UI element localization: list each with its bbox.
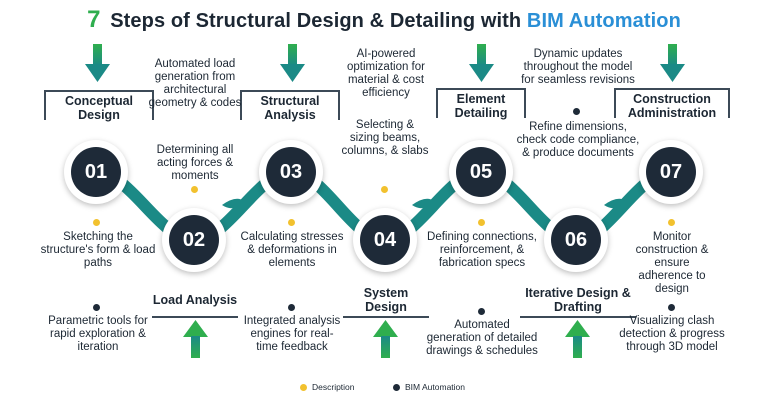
connector-leaf-2: [412, 198, 434, 209]
step-07-circle: 07: [639, 140, 703, 204]
title-number: 7: [87, 6, 101, 33]
step-07-number: 07: [646, 147, 696, 197]
step-05-description-dot: [478, 219, 485, 226]
step-05-title: Element Detailing: [436, 88, 526, 122]
step-07-bim-dot: [668, 304, 675, 311]
legend-bim-dot: [393, 383, 400, 391]
step-01-circle: 01: [64, 140, 128, 204]
step-04-description-dot: [381, 186, 388, 193]
step-02-description-dot: [191, 186, 198, 193]
step-05-bim-text: Automated generation of detailed drawing…: [426, 319, 538, 357]
step-04-number: 04: [360, 215, 410, 265]
step-03-description-dot: [288, 219, 295, 226]
arrow-down-05: [469, 44, 494, 82]
step-07-title: Construction Administration: [614, 88, 730, 122]
step-02-bim-text: Automated load generation from architect…: [148, 58, 242, 109]
step-01-bim-text: Parametric tools for rapid exploration &…: [48, 315, 148, 353]
arrow-up-02: [183, 320, 208, 358]
arrow-down-03: [280, 44, 305, 82]
step-07-bim-text: Visualizing clash detection & progress t…: [619, 315, 725, 353]
step-06-bim-dot: [573, 108, 580, 115]
step-06-description: Refine dimensions, check code compliance…: [516, 121, 640, 159]
page-title: 7 Steps of Structural Design & Detailing…: [0, 6, 768, 34]
step-02-title: Load Analysis: [152, 284, 238, 318]
step-02-title-text: Load Analysis: [152, 293, 238, 307]
step-05-number: 05: [456, 147, 506, 197]
step-06-bim-text: Dynamic updates throughout the model for…: [521, 48, 635, 86]
legend-bim: BIM Automation: [393, 382, 465, 392]
step-04-title-text: System Design: [363, 286, 409, 314]
step-02-number: 02: [169, 215, 219, 265]
step-04-bim-text: AI-powered optimization for material & c…: [347, 48, 425, 99]
arrow-down-01: [85, 44, 110, 82]
arrow-up-04: [373, 320, 398, 358]
step-02-circle: 02: [162, 208, 226, 272]
step-06-title: Iterative Design & Drafting: [520, 284, 636, 318]
step-01-number: 01: [71, 147, 121, 197]
step-01-bim-dot: [93, 304, 100, 311]
legend-bim-label: BIM Automation: [405, 382, 466, 392]
step-01-description-dot: [93, 219, 100, 226]
step-01-description: Sketching the structure's form & load pa…: [40, 231, 156, 269]
legend-description-label: Description: [312, 382, 355, 392]
step-07-description-dot: [668, 219, 675, 226]
step-07-description: Monitor construction & ensure adherence …: [635, 231, 709, 295]
step-03-bim-dot: [288, 304, 295, 311]
step-05-circle: 05: [449, 140, 513, 204]
connector-leaf-1: [222, 198, 244, 209]
title-highlight: BIM Automation: [526, 10, 681, 32]
step-07-title-text: Construction Administration: [627, 92, 717, 120]
title-main: Steps of Structural Design & Detailing w…: [110, 10, 522, 32]
step-05-title-text: Element Detailing: [454, 92, 508, 120]
step-06-title-text: Iterative Design & Drafting: [525, 286, 631, 314]
connector-leaf-3: [604, 198, 626, 209]
step-03-number: 03: [266, 147, 316, 197]
legend-description: Description: [300, 382, 355, 392]
step-03-description: Calculating stresses & deformations in e…: [240, 231, 344, 269]
step-04-description: Selecting & sizing beams, columns, & sla…: [341, 119, 429, 157]
arrow-up-06: [565, 320, 590, 358]
step-04-circle: 04: [353, 208, 417, 272]
step-06-circle: 06: [544, 208, 608, 272]
arrow-down-07: [660, 44, 685, 82]
step-03-circle: 03: [259, 140, 323, 204]
step-04-title: System Design: [343, 284, 429, 318]
legend-description-dot: [300, 383, 307, 391]
step-05-description: Defining connections, reinforcement, & f…: [427, 231, 537, 269]
step-06-number: 06: [551, 215, 601, 265]
step-03-bim-text: Integrated analysis engines for real-tim…: [243, 315, 341, 353]
step-05-bim-dot: [478, 308, 485, 315]
step-03-title: Structural Analysis: [240, 90, 340, 124]
step-02-description: Determining all acting forces & moments: [156, 144, 234, 182]
step-03-title-text: Structural Analysis: [260, 94, 320, 122]
step-01-title: Conceptual Design: [44, 90, 154, 124]
step-01-title-text: Conceptual Design: [64, 94, 134, 122]
